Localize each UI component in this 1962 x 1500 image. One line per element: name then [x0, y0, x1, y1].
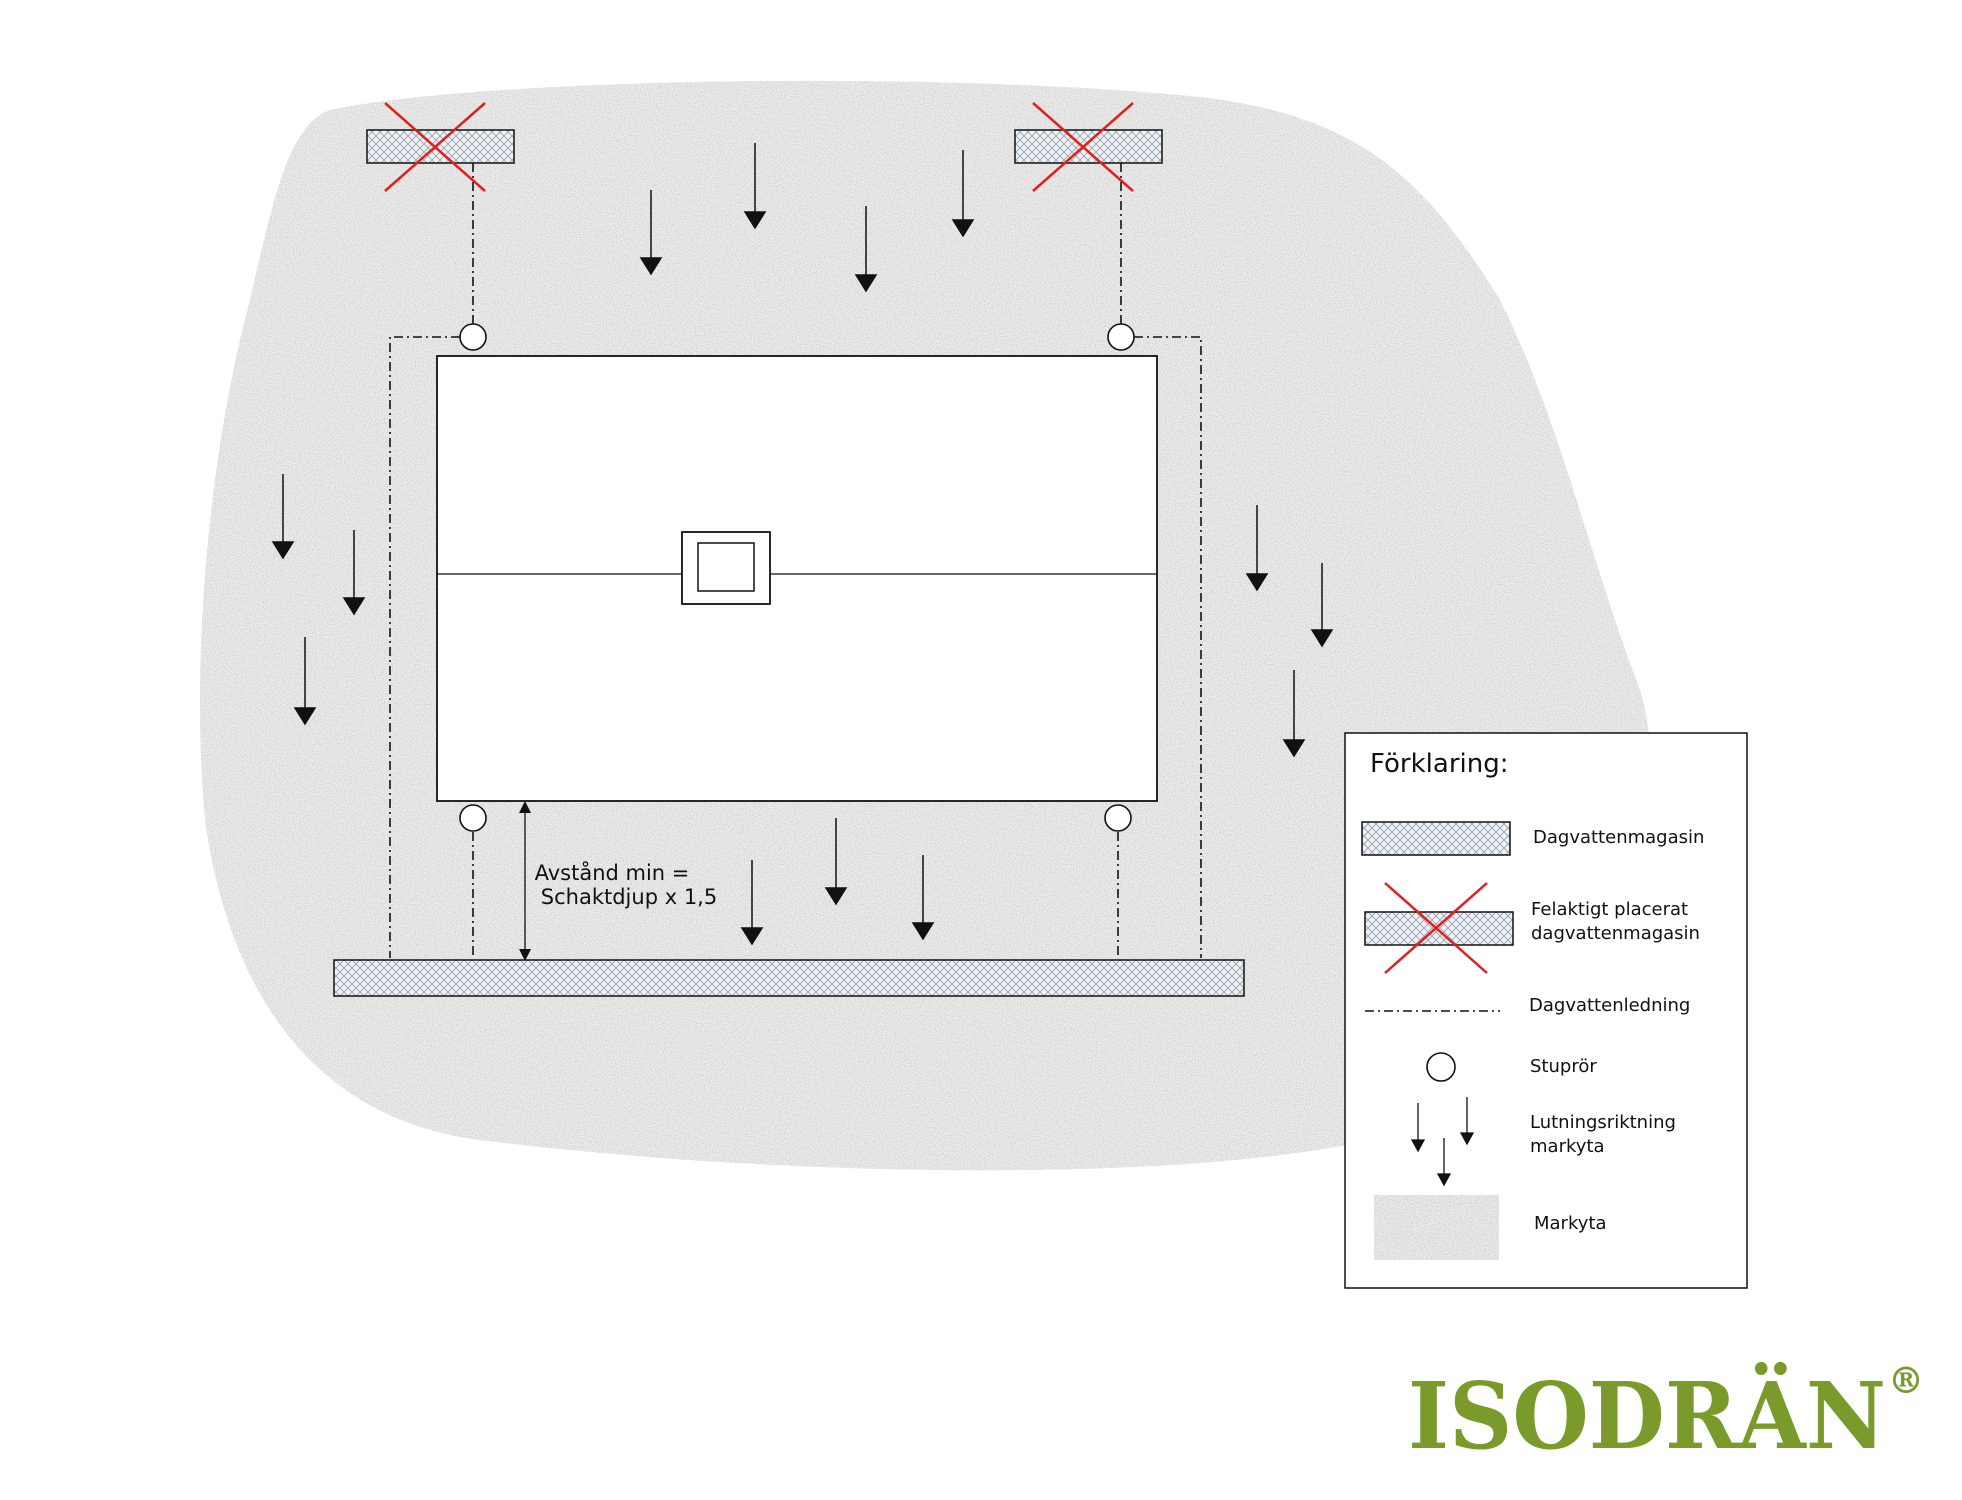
legend-title: Förklaring: [1370, 749, 1509, 779]
legend-downpipe-label: Stuprör [1530, 1056, 1597, 1077]
slope-arrow-icon [639, 190, 663, 276]
building [436, 355, 1158, 802]
stormwater-pipes [389, 163, 1202, 958]
slope-arrow-icon [951, 150, 975, 238]
logo-registered: ® [1888, 1360, 1924, 1402]
slope-arrow-icon [1245, 505, 1269, 592]
distance-dimension [519, 801, 531, 961]
distance-label-line1: Avstånd min = [535, 860, 690, 885]
legend-slope-label-line1: Lutningsriktning [1530, 1112, 1676, 1133]
manhole-inner [697, 542, 755, 592]
legend-slope-label-line2: markyta [1530, 1136, 1605, 1157]
slope-arrow-icon [740, 860, 764, 946]
legend-wrong-swatch [1364, 882, 1514, 974]
slope-arrow-icon [854, 206, 878, 293]
legend: Förklaring: Dagvattenmagasin Felaktigt p… [1344, 732, 1748, 1289]
logo-text: ISODRÄN [1408, 1361, 1886, 1470]
slope-arrow-icon [1310, 563, 1334, 648]
correct-magasin [333, 959, 1245, 997]
slope-arrow-icon [271, 474, 295, 560]
legend-slope-arrows-icon [1410, 1097, 1475, 1187]
wrong-magasin-right [1014, 102, 1163, 192]
downpipe-top-left [459, 323, 487, 351]
distance-label-line2: Schaktdjup x 1,5 [541, 885, 717, 909]
slope-arrow-icon [743, 143, 767, 230]
downpipe-bottom-left [459, 804, 487, 832]
slope-arrow-icon [342, 530, 366, 616]
legend-magasin-label: Dagvattenmagasin [1533, 827, 1704, 848]
downpipe-top-right [1107, 323, 1135, 351]
legend-magasin-swatch [1361, 821, 1511, 856]
downpipe-bottom-right [1104, 804, 1132, 832]
slope-arrows [271, 143, 1334, 946]
legend-downpipe-icon [1426, 1052, 1456, 1082]
slope-arrow-icon [293, 637, 317, 726]
legend-wrong-label-line1: Felaktigt placerat [1531, 899, 1688, 920]
legend-ground-label: Markyta [1534, 1213, 1606, 1234]
legend-ground-swatch [1374, 1195, 1499, 1260]
slope-arrow-icon [1282, 670, 1306, 758]
legend-pipe-label: Dagvattenledning [1529, 995, 1690, 1016]
isodran-logo: ISODRÄN ® [1408, 1360, 1924, 1470]
slope-arrow-icon [911, 855, 935, 941]
downpipes [459, 323, 1135, 832]
slope-arrow-icon [824, 818, 848, 906]
legend-wrong-label-line2: dagvattenmagasin [1531, 923, 1700, 944]
wrong-magasin-left [366, 102, 515, 192]
